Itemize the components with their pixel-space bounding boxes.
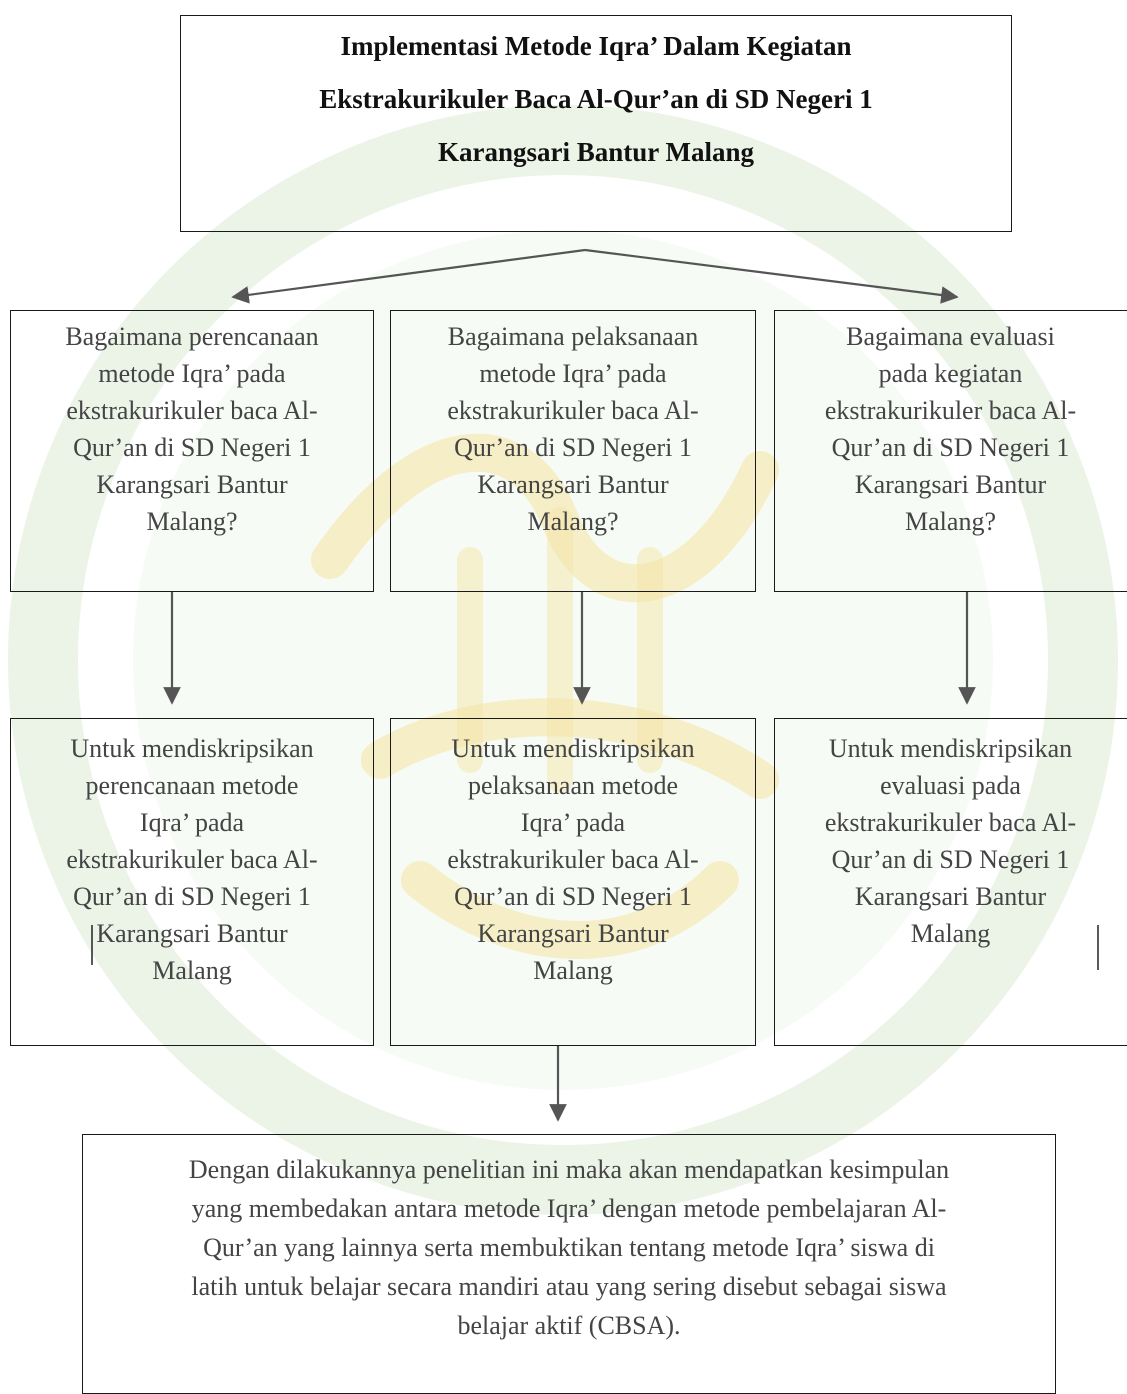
- text-line: Bagaimana evaluasi: [846, 322, 1055, 351]
- title-line-1: Implementasi Metode Iqra’ Dalam Kegiatan: [340, 31, 852, 61]
- text-line: ekstrakurikuler baca Al-: [824, 808, 1077, 837]
- text-line: Untuk mendiskripsikan: [451, 734, 695, 763]
- text-line: belajar aktif (CBSA).: [457, 1311, 681, 1340]
- text-line: Bagaimana perencanaan: [65, 322, 319, 351]
- question-text-evaluation: Bagaimana evaluasi pada kegiatan ekstrak…: [774, 318, 1127, 540]
- text-line: Malang?: [146, 507, 238, 536]
- text-line: Karangsari Bantur: [96, 919, 288, 948]
- text-line: Untuk mendiskripsikan: [70, 734, 314, 763]
- text-line: Karangsari Bantur: [477, 470, 669, 499]
- text-line: pelaksanaan metode: [467, 771, 679, 800]
- text-line: ekstrakurikuler baca Al-: [824, 396, 1077, 425]
- text-line: Qur’an di SD Negeri 1: [73, 882, 311, 911]
- text-line: perencanaan metode: [85, 771, 299, 800]
- text-line: ekstrakurikuler baca Al-: [447, 396, 699, 425]
- question-text-planning: Bagaimana perencanaan metode Iqra’ pada …: [10, 318, 374, 540]
- text-line: Malang?: [527, 507, 619, 536]
- text-line: Qur’an yang lainnya serta membuktikan te…: [203, 1233, 935, 1262]
- question-box-evaluation: [774, 310, 1127, 592]
- text-line: ekstrakurikuler baca Al-: [66, 396, 318, 425]
- text-line: Karangsari Bantur: [477, 919, 669, 948]
- title-box: [180, 15, 1012, 232]
- text-line: Malang: [533, 956, 613, 985]
- text-line: evaluasi pada: [880, 771, 1021, 800]
- objective-text-planning: Untuk mendiskripsikan perencanaan metode…: [10, 730, 374, 989]
- text-line: Qur’an di SD Negeri 1: [73, 433, 311, 462]
- text-line: Karangsari Bantur: [854, 470, 1047, 499]
- text-line: Qur’an di SD Negeri 1: [454, 433, 692, 462]
- conclusion-text: Dengan dilakukannya penelitian ini maka …: [82, 1150, 1056, 1345]
- text-line: metode Iqra’ pada: [98, 359, 286, 388]
- objective-box-implementation: [390, 718, 756, 1046]
- text-line: Karangsari Bantur: [96, 470, 288, 499]
- text-line: Iqra’ pada: [520, 808, 626, 837]
- objective-box-planning: [10, 718, 374, 1046]
- text-line: Qur’an di SD Negeri 1: [831, 433, 1070, 462]
- question-text-implementation: Bagaimana pelaksanaan metode Iqra’ pada …: [390, 318, 756, 540]
- text-line: Malang: [910, 919, 991, 948]
- objective-text-implementation: Untuk mendiskripsikan pelaksanaan metode…: [390, 730, 756, 989]
- title-line-2: Ekstrakurikuler Baca Al-Qur’an di SD Neg…: [319, 84, 873, 114]
- question-box-implementation: [390, 310, 756, 592]
- text-line: ekstrakurikuler baca Al-: [447, 845, 699, 874]
- objective-box-evaluation: [774, 718, 1127, 1046]
- text-line: Untuk mendiskripsikan: [828, 734, 1073, 763]
- text-line: Qur’an di SD Negeri 1: [831, 845, 1070, 874]
- text-line: Malang?: [905, 507, 996, 536]
- text-line: Iqra’ pada: [139, 808, 245, 837]
- text-line: Qur’an di SD Negeri 1: [454, 882, 692, 911]
- text-line: yang membedakan antara metode Iqra’ deng…: [191, 1194, 947, 1223]
- text-line: pada kegiatan: [878, 359, 1023, 388]
- text-line: Dengan dilakukannya penelitian ini maka …: [188, 1155, 950, 1184]
- text-line: metode Iqra’ pada: [479, 359, 667, 388]
- question-box-planning: [10, 310, 374, 592]
- title-line-3: Karangsari Bantur Malang: [437, 137, 755, 167]
- title-text: Implementasi Metode Iqra’ Dalam Kegiatan…: [180, 20, 1012, 179]
- objective-text-evaluation: Untuk mendiskripsikan evaluasi pada ekst…: [774, 730, 1127, 952]
- text-line: Malang: [152, 956, 232, 985]
- text-line: Karangsari Bantur: [854, 882, 1047, 911]
- arrow-to-planning-question: [231, 248, 586, 304]
- text-line: ekstrakurikuler baca Al-: [66, 845, 318, 874]
- text-line: Bagaimana pelaksanaan: [447, 322, 699, 351]
- text-line: latih untuk belajar secara mandiri atau …: [191, 1272, 947, 1301]
- arrow-to-evaluation-question: [584, 248, 959, 304]
